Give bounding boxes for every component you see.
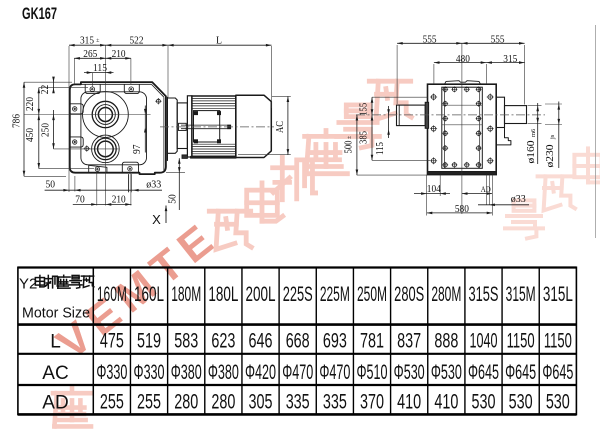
svg-text:385: 385 — [359, 131, 370, 144]
svg-text:m6: m6 — [530, 128, 537, 137]
svg-text:410: 410 — [397, 391, 421, 414]
svg-text:280: 280 — [174, 391, 198, 414]
svg-text:781: 781 — [360, 330, 384, 353]
svg-text:ø230: ø230 — [545, 145, 556, 168]
svg-text:530: 530 — [471, 391, 495, 414]
svg-text:580: 580 — [455, 204, 469, 215]
svg-text:210: 210 — [112, 49, 126, 60]
svg-text:GK167: GK167 — [22, 4, 57, 23]
svg-text:160M: 160M — [97, 283, 127, 306]
svg-text:ø160: ø160 — [526, 141, 537, 164]
svg-text:530: 530 — [509, 391, 533, 414]
svg-text:70: 70 — [75, 194, 85, 205]
svg-text:250M: 250M — [357, 283, 387, 306]
svg-text:255: 255 — [100, 391, 124, 414]
svg-text:786: 786 — [12, 114, 23, 128]
svg-text:Φ380: Φ380 — [208, 361, 239, 384]
svg-text:115: 115 — [93, 63, 107, 74]
svg-text:±: ± — [96, 38, 100, 44]
svg-text:623: 623 — [211, 330, 235, 353]
svg-text:280: 280 — [211, 391, 235, 414]
svg-text:280M: 280M — [431, 283, 461, 306]
svg-text:AD: AD — [42, 393, 68, 414]
svg-text:Φ420: Φ420 — [245, 361, 276, 384]
svg-text:AC: AC — [42, 363, 68, 384]
svg-text:480: 480 — [456, 54, 470, 65]
svg-text:500: 500 — [343, 141, 354, 154]
svg-text:280S: 280S — [394, 283, 424, 306]
svg-text:Φ330: Φ330 — [96, 361, 127, 384]
svg-text:Φ510: Φ510 — [357, 361, 388, 384]
svg-text:225S: 225S — [283, 283, 313, 306]
svg-text:475: 475 — [100, 330, 124, 353]
svg-text:225M: 225M — [320, 283, 350, 306]
svg-text:315L: 315L — [543, 283, 573, 306]
svg-text:519: 519 — [137, 330, 161, 353]
svg-text:522: 522 — [130, 36, 144, 47]
svg-text:97: 97 — [132, 144, 143, 154]
svg-text:Φ530: Φ530 — [431, 361, 462, 384]
svg-text:±: ± — [347, 135, 353, 139]
svg-text:335: 335 — [323, 391, 347, 414]
svg-text:ø33: ø33 — [146, 180, 161, 191]
svg-text:1040: 1040 — [469, 330, 497, 353]
svg-text:AD: AD — [481, 184, 491, 194]
svg-text:315: 315 — [80, 36, 94, 47]
svg-text:210: 210 — [112, 194, 126, 205]
svg-text:22: 22 — [40, 85, 51, 95]
svg-text:Φ470: Φ470 — [319, 361, 350, 384]
svg-text:450: 450 — [25, 128, 36, 142]
svg-text:Φ645: Φ645 — [505, 361, 536, 384]
svg-text:1150: 1150 — [507, 330, 535, 353]
svg-text:L: L — [50, 332, 61, 353]
svg-text:180L: 180L — [208, 283, 238, 306]
svg-text:Motor Size: Motor Size — [22, 305, 90, 322]
svg-text:530: 530 — [546, 391, 570, 414]
svg-text:Y2: Y2 — [19, 276, 37, 293]
svg-text:315S: 315S — [468, 283, 498, 306]
svg-text:Φ530: Φ530 — [394, 361, 425, 384]
svg-text:410: 410 — [434, 391, 458, 414]
svg-text:115: 115 — [375, 142, 386, 155]
svg-text:693: 693 — [323, 330, 347, 353]
svg-text:220: 220 — [25, 97, 36, 111]
svg-text:ø33: ø33 — [511, 194, 526, 205]
svg-text:555: 555 — [491, 35, 505, 46]
svg-text:1150: 1150 — [544, 330, 572, 353]
svg-text:646: 646 — [249, 330, 273, 353]
svg-text:583: 583 — [174, 330, 198, 353]
svg-text:370: 370 — [360, 391, 384, 414]
svg-text:200L: 200L — [246, 283, 276, 306]
svg-text:888: 888 — [434, 330, 458, 353]
svg-text:X: X — [152, 212, 161, 227]
svg-text:255: 255 — [137, 391, 161, 414]
svg-text:180M: 180M — [171, 283, 201, 306]
svg-text:50: 50 — [168, 194, 179, 204]
svg-text:104: 104 — [427, 184, 442, 195]
svg-text:250: 250 — [40, 123, 51, 137]
svg-text:Φ645: Φ645 — [542, 361, 573, 384]
svg-text:555: 555 — [423, 35, 437, 46]
svg-text:Φ645: Φ645 — [468, 361, 499, 384]
svg-text:335: 335 — [286, 391, 310, 414]
svg-text:Φ380: Φ380 — [171, 361, 202, 384]
svg-text:AC: AC — [275, 121, 286, 133]
svg-text:js: js — [549, 134, 556, 140]
svg-text:Φ330: Φ330 — [134, 361, 165, 384]
svg-text:50: 50 — [46, 180, 56, 191]
svg-text:Φ470: Φ470 — [282, 361, 313, 384]
svg-text:265: 265 — [83, 49, 97, 60]
svg-text:315: 315 — [503, 54, 517, 65]
svg-text:305: 305 — [249, 391, 273, 414]
svg-text:160L: 160L — [134, 283, 164, 306]
svg-text:L: L — [216, 36, 222, 47]
svg-text:837: 837 — [397, 330, 421, 353]
svg-text:315M: 315M — [506, 283, 536, 306]
svg-text:668: 668 — [286, 330, 310, 353]
svg-text:155: 155 — [359, 103, 370, 116]
